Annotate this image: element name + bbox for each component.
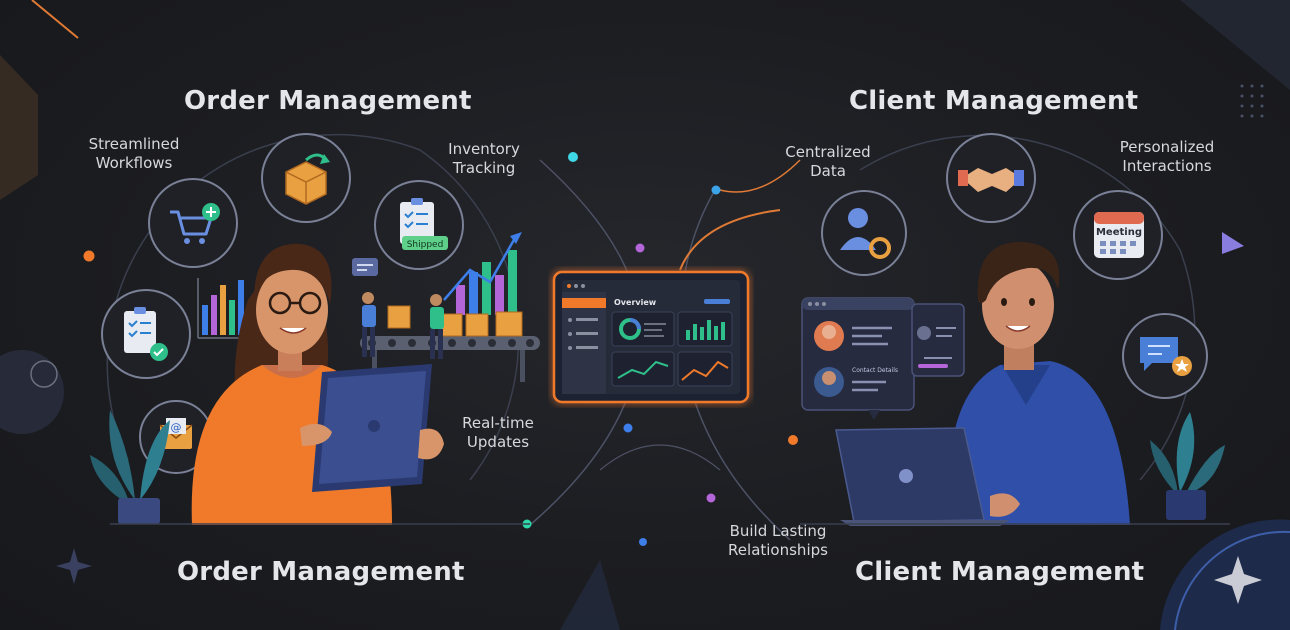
label-line: Workflows [95, 154, 173, 172]
node-blue [711, 185, 721, 195]
dashboard-sidebar [562, 292, 606, 394]
dashboard-button[interactable] [704, 299, 730, 304]
plant-left [90, 410, 170, 524]
bg-circle-left [0, 350, 64, 434]
label-line: Interactions [1122, 157, 1212, 175]
connector-orange-2 [719, 159, 801, 193]
label-line: Tracking [452, 159, 516, 177]
package-icon [261, 133, 351, 223]
build-relationships-label: Build Lasting Relationships [720, 522, 836, 560]
shipped-clipboard-icon: Shipped [374, 180, 464, 270]
label-line: Data [810, 162, 846, 180]
label-line: Relationships [728, 541, 828, 559]
streamlined-workflows-label: Streamlined Workflows [84, 135, 184, 173]
chat-bubble-icon [352, 258, 378, 276]
contact-details-window: Contact Details [801, 297, 915, 420]
bg-shard [560, 560, 620, 630]
sparkle-icon [1214, 556, 1262, 604]
corner-shape-left [0, 55, 38, 200]
contact-details-text: Contact Details [852, 367, 898, 374]
dot-grid [1240, 84, 1264, 118]
handshake-icon [946, 133, 1036, 223]
label-line: Real-time [462, 414, 534, 432]
centralized-data-label: Centralized Data [776, 143, 880, 181]
triangle-decor [1222, 232, 1244, 254]
corner-shape-right [1180, 0, 1290, 90]
order-management-title: Order Management [184, 86, 472, 116]
worker-figure [362, 292, 444, 359]
svg-text:@: @ [171, 421, 182, 434]
connector-orange [679, 209, 781, 271]
sparkle-icon-small [56, 548, 92, 584]
node-cyan [568, 152, 578, 162]
woman-with-tablet [191, 243, 444, 525]
personalized-interactions-label: Personalized Interactions [1110, 138, 1224, 176]
order-management-footer: Order Management [177, 557, 465, 587]
meeting-label: Meeting [1096, 227, 1142, 238]
overview-dashboard: Overview [552, 270, 750, 404]
sidebar-active-item[interactable] [562, 298, 606, 308]
meeting-calendar-icon: Meeting [1073, 190, 1163, 280]
node-blue-3 [639, 538, 647, 546]
shipped-badge: Shipped [407, 240, 444, 250]
label-line: Centralized [785, 143, 871, 161]
node-orange-right [788, 435, 798, 445]
dashboard-title: Overview [614, 298, 657, 307]
user-settings-icon [821, 190, 907, 276]
bg-arc-right [1160, 519, 1290, 630]
label-line: Build Lasting [729, 522, 827, 540]
conveyor-belt [360, 305, 540, 382]
growth-bar-chart [443, 232, 522, 315]
client-management-title: Client Management [849, 86, 1139, 116]
label-line: Personalized [1119, 138, 1215, 156]
chat-star-icon [1122, 313, 1208, 399]
node-purple [635, 243, 645, 253]
checklist-icon [101, 289, 191, 379]
node-blue-2 [623, 423, 633, 433]
man-with-laptop [948, 241, 1130, 525]
small-profile-window [911, 303, 965, 377]
connector-curve-bottom [599, 444, 721, 471]
label-line: Updates [466, 433, 530, 451]
label-line: Streamlined [88, 135, 180, 153]
node-purple-2 [706, 493, 716, 503]
plant-right [1150, 412, 1225, 520]
realtime-updates-label: Real-time Updates [450, 414, 546, 452]
corner-line [31, 0, 79, 39]
left-mini-chart [197, 278, 250, 339]
inventory-tracking-label: Inventory Tracking [436, 140, 532, 178]
node-orange-left [83, 250, 95, 262]
client-management-footer: Client Management [855, 557, 1145, 587]
bg-ring-left [30, 360, 58, 388]
cart-icon [148, 178, 238, 268]
label-line: Inventory [448, 140, 520, 158]
bg-arc-line [1174, 530, 1290, 630]
